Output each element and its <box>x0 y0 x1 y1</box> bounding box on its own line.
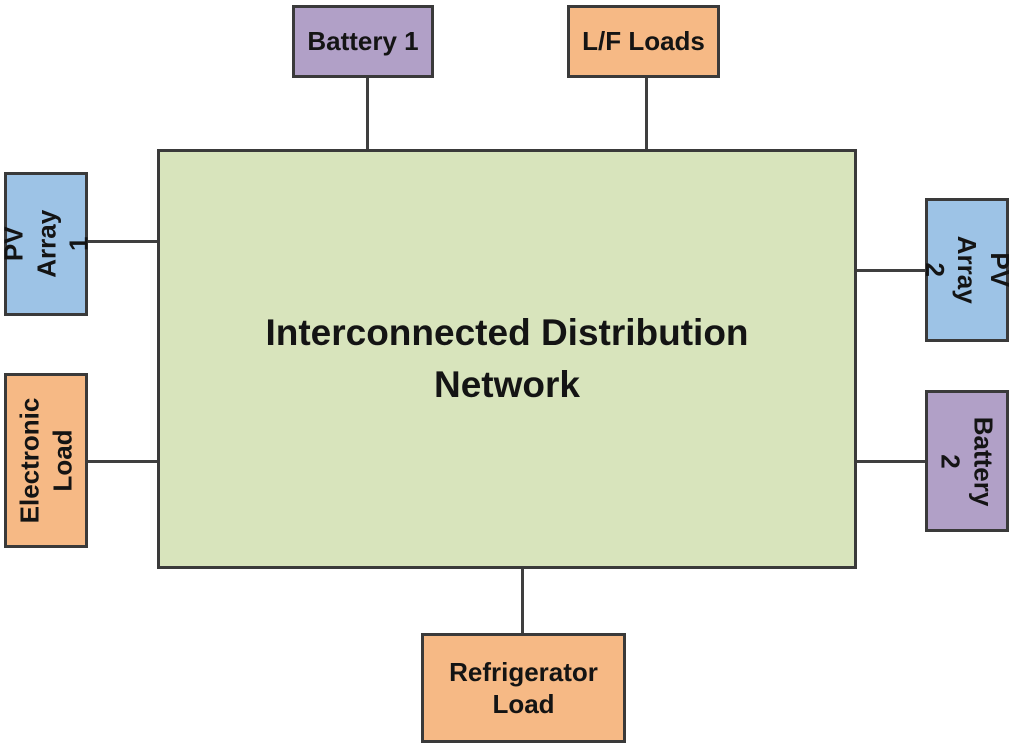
electronic-load-box: Electronic Load <box>4 373 88 548</box>
battery-2-label: Battery 2 <box>936 416 999 506</box>
pv-array-1-label: PV Array 1 <box>0 210 94 278</box>
refrigerator-load-label: Refrigerator Load <box>449 656 598 720</box>
electronic-load-label: Electronic Load <box>14 397 78 524</box>
wire-pv-array-2 <box>855 269 928 272</box>
lf-loads-box: L/F Loads <box>567 5 720 78</box>
battery-1-box: Battery 1 <box>292 5 434 78</box>
refrigerator-load-box: Refrigerator Load <box>421 633 626 743</box>
battery-1-label: Battery 1 <box>307 26 419 57</box>
wire-pv-array-1 <box>86 240 159 243</box>
wire-electronic-load <box>86 460 159 463</box>
wire-lf-loads <box>645 76 648 151</box>
pv-array-1-box: PV Array 1 <box>0 172 93 316</box>
pv-array-2-box: PV Array 2 <box>920 198 1013 342</box>
wire-battery-1 <box>366 76 369 151</box>
battery-2-box: Battery 2 <box>925 390 1009 532</box>
distribution-network-box: Interconnected Distribution Network <box>157 149 857 569</box>
pv-array-2-label: PV Array 2 <box>919 236 1013 304</box>
lf-loads-label: L/F Loads <box>582 26 705 57</box>
wire-refrigerator-load <box>521 567 524 636</box>
wire-battery-2 <box>855 460 928 463</box>
distribution-network-label: Interconnected Distribution Network <box>265 312 749 405</box>
